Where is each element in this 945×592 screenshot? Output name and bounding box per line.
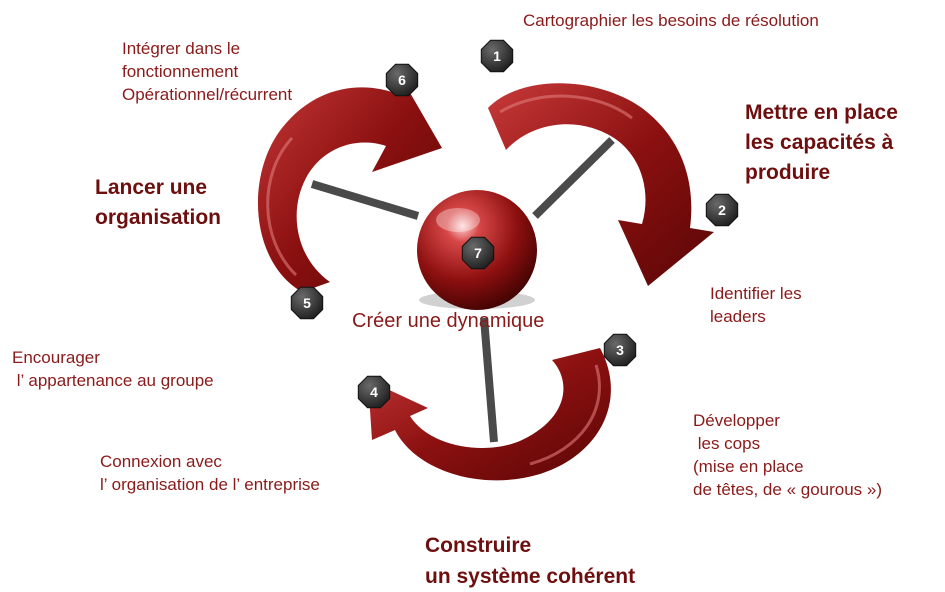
label-step6: Intégrer dans le fonctionnement Opératio… — [122, 39, 293, 104]
arrow-left — [257, 72, 442, 292]
badge-2: 2 — [705, 193, 739, 227]
connector-right — [532, 137, 615, 219]
badge-5: 5 — [290, 286, 324, 320]
label-step4b: Connexion avec l’ organisation de l’ ent… — [100, 452, 320, 494]
badge-1-number: 1 — [493, 48, 501, 64]
badge-center: 7 — [461, 236, 495, 270]
badge-6: 6 — [385, 63, 419, 97]
connector-left — [310, 180, 420, 220]
badge-4: 4 — [357, 375, 391, 409]
badge-5-number: 5 — [303, 295, 311, 311]
heading-build: Construire un système cohérent — [425, 534, 636, 588]
arrow-top-right — [488, 83, 714, 286]
badge-center-number: 7 — [474, 245, 482, 261]
label-step3: Développer les cops (mise en place de tê… — [693, 411, 883, 499]
badge-2-number: 2 — [718, 202, 726, 218]
connector-bottom — [480, 317, 498, 443]
label-step4a: Encourager l’ appartenance au groupe — [12, 348, 214, 390]
heading-produce: Mettre en place les capacités à produire — [745, 101, 898, 184]
connector-bars — [310, 137, 615, 443]
arrow-bottom — [368, 348, 611, 481]
label-step1: Cartographier les besoins de résolution — [523, 11, 819, 30]
center-label: Créer une dynamique — [352, 310, 545, 332]
badge-4-number: 4 — [370, 384, 378, 400]
badge-3: 3 — [603, 333, 637, 367]
badge-6-number: 6 — [398, 72, 406, 88]
label-step2: Identifier les leaders — [710, 284, 802, 326]
badge-3-number: 3 — [616, 342, 624, 358]
step-badges: 1 2 3 4 5 6 7 — [290, 39, 739, 409]
badge-1: 1 — [480, 39, 514, 73]
heading-organise: Lancer une organisation — [95, 176, 222, 229]
